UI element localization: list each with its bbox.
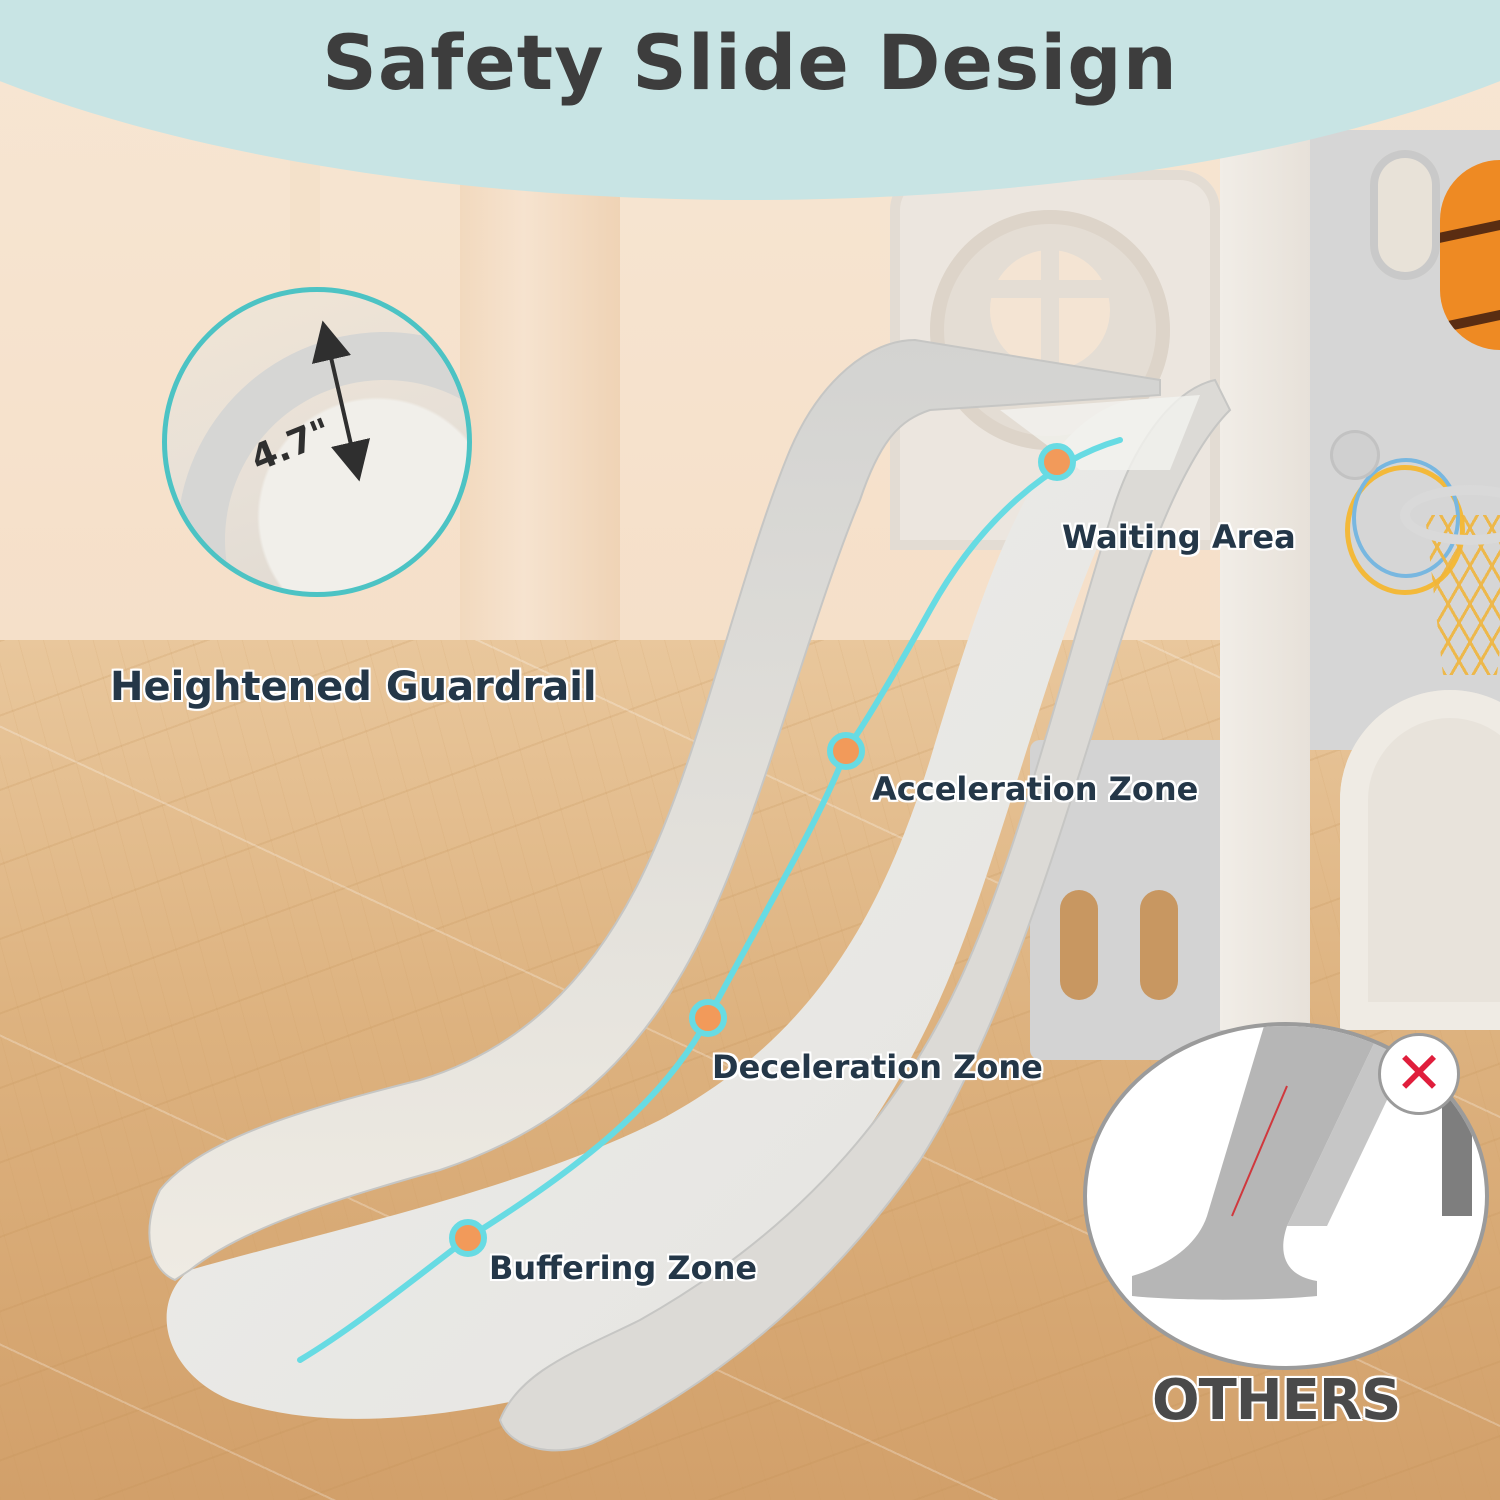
page-title: Safety Slide Design — [322, 18, 1178, 107]
ring-peg — [1330, 430, 1380, 480]
tower-post — [1220, 130, 1310, 1030]
basketball-icon — [1440, 160, 1500, 350]
others-label: OTHERS — [1152, 1368, 1401, 1433]
acceleration-zone-label: Acceleration Zone — [872, 770, 1199, 808]
basketball-hoop — [1400, 485, 1500, 545]
dimension-arrow-icon — [311, 320, 371, 482]
deceleration-zone-marker — [689, 999, 727, 1037]
waiting-area-label: Waiting Area — [1062, 518, 1296, 556]
deceleration-zone-label: Deceleration Zone — [712, 1048, 1043, 1086]
tunnel-arch — [1340, 690, 1500, 1030]
wall-column — [460, 100, 620, 740]
steering-wheel-panel — [930, 210, 1170, 450]
guardrail-label: Heightened Guardrail — [110, 664, 597, 710]
buffering-zone-marker — [449, 1219, 487, 1257]
acceleration-zone-marker — [827, 732, 865, 770]
playset-tower — [890, 130, 1500, 1060]
not-recommended-x-icon: ✕ — [1378, 1033, 1460, 1115]
guardrail-detail-circle — [162, 287, 472, 597]
waiting-area-marker — [1038, 443, 1076, 481]
buffering-zone-label: Buffering Zone — [489, 1249, 758, 1287]
